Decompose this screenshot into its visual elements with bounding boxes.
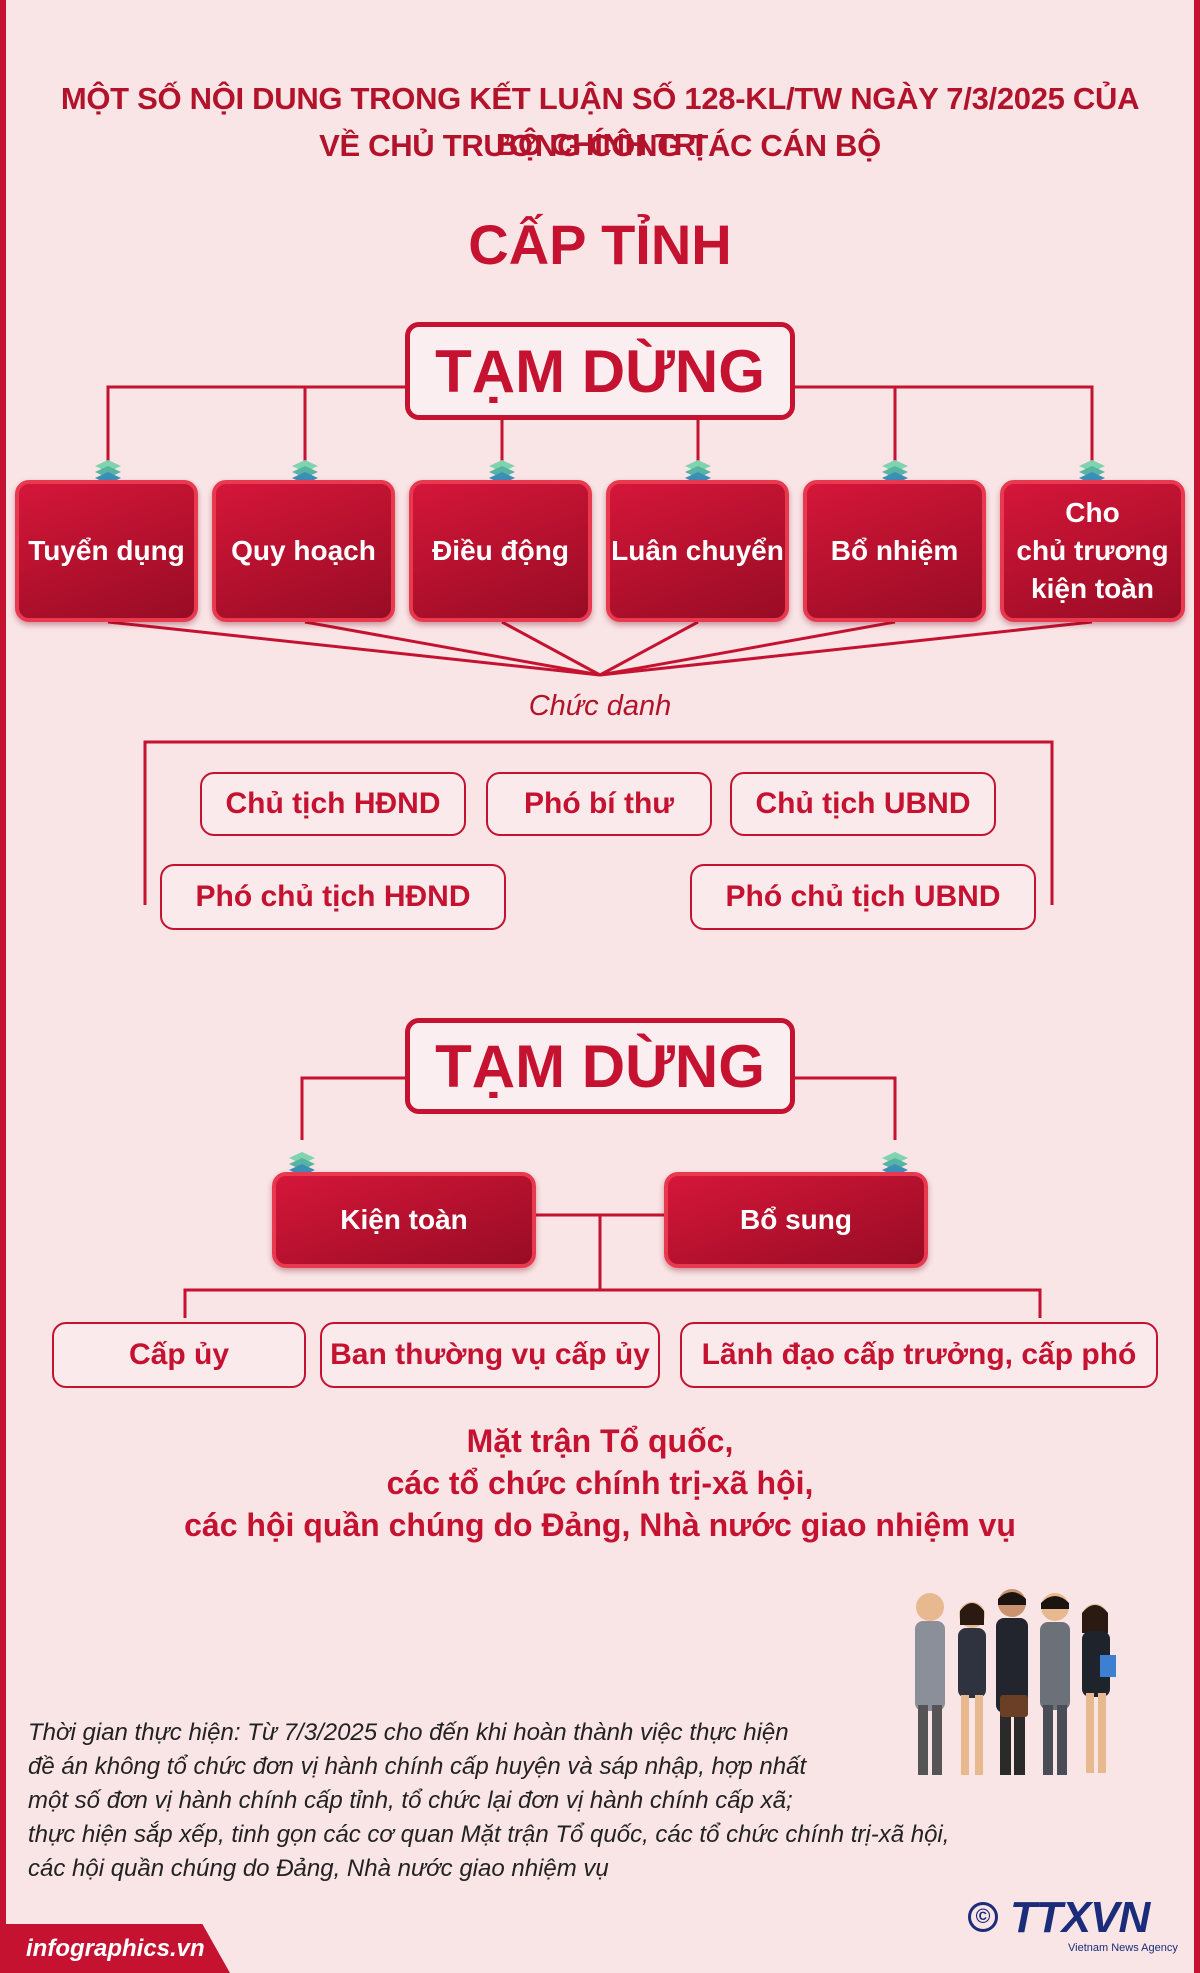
heading-line-1: MỘT SỐ NỘI DUNG TRONG KẾT LUẬN SỐ 128-KL… [60, 81, 1140, 162]
action-bo-nhiem: Bổ nhiệm [803, 480, 986, 622]
note-line: Mặt trận Tổ quốc, [466, 1423, 734, 1459]
action-kien-toan: Kiện toàn [272, 1172, 536, 1268]
position-chu-tich-hdnd: Chủ tịch HĐND [200, 772, 466, 836]
action-luan-chuyen: Luân chuyển [606, 480, 789, 622]
position-pho-chu-tich-hdnd: Phó chủ tịch HĐND [160, 864, 506, 930]
level-title: CẤP TỈNH [468, 213, 732, 276]
note-line: các hội quần chúng do Đảng, Nhà nước gia… [184, 1507, 1016, 1543]
agency-subtitle: Vietnam News Agency [1068, 1942, 1178, 1954]
note-line: các tổ chức chính trị-xã hội, [386, 1465, 814, 1501]
action-cho-chu-truong-kien-toan: Cho chủ trương kiện toàn [1000, 480, 1185, 622]
action-line: chủ trương [1016, 535, 1169, 566]
stack-icon [292, 460, 318, 484]
action-line: kiện toàn [1031, 573, 1154, 604]
target-ban-thuong-vu: Ban thường vụ cấp ủy [320, 1322, 660, 1388]
pause-box-1: TẠM DỪNG [405, 322, 795, 420]
target-lanh-dao: Lãnh đạo cấp trưởng, cấp phó [680, 1322, 1158, 1388]
pause-box-2: TẠM DỪNG [405, 1018, 795, 1114]
action-dieu-dong: Điều động [409, 480, 592, 622]
action-quy-hoach: Quy hoạch [212, 480, 395, 622]
footnote-line: đề án không tổ chức đơn vị hành chính cấ… [28, 1753, 807, 1780]
agency-logo: TTXVN [1010, 1893, 1150, 1942]
footnote-line: Thời gian thực hiện: Từ 7/3/2025 cho đến… [28, 1719, 789, 1746]
footnote-line: thực hiện sắp xếp, tinh gọn các cơ quan … [28, 1821, 950, 1848]
footnote-line: các hội quần chúng do Đảng, Nhà nước gia… [28, 1855, 609, 1882]
target-cap-uy: Cấp ủy [52, 1322, 306, 1388]
action-bo-sung: Bổ sung [664, 1172, 928, 1268]
action-line: Cho [1065, 497, 1120, 528]
position-chu-tich-ubnd: Chủ tịch UBND [730, 772, 996, 836]
action-tuyen-dung: Tuyển dụng [15, 480, 198, 622]
people-group-illustration [915, 1589, 1116, 1775]
site-url[interactable]: infographics.vn [0, 1924, 230, 1973]
positions-label: Chức danh [528, 690, 672, 722]
footnote-line: một số đơn vị hành chính cấp tỉnh, tổ ch… [28, 1787, 793, 1814]
position-pho-chu-tich-ubnd: Phó chủ tịch UBND [690, 864, 1036, 930]
footnote: Thời gian thực hiện: Từ 7/3/2025 cho đến… [28, 1716, 958, 1886]
position-pho-bi-thu: Phó bí thư [486, 772, 712, 836]
copyright-icon: © [968, 1902, 998, 1932]
heading-line-2: VỀ CHỦ TRƯƠNG CÔNG TÁC CÁN BỘ [319, 128, 881, 163]
